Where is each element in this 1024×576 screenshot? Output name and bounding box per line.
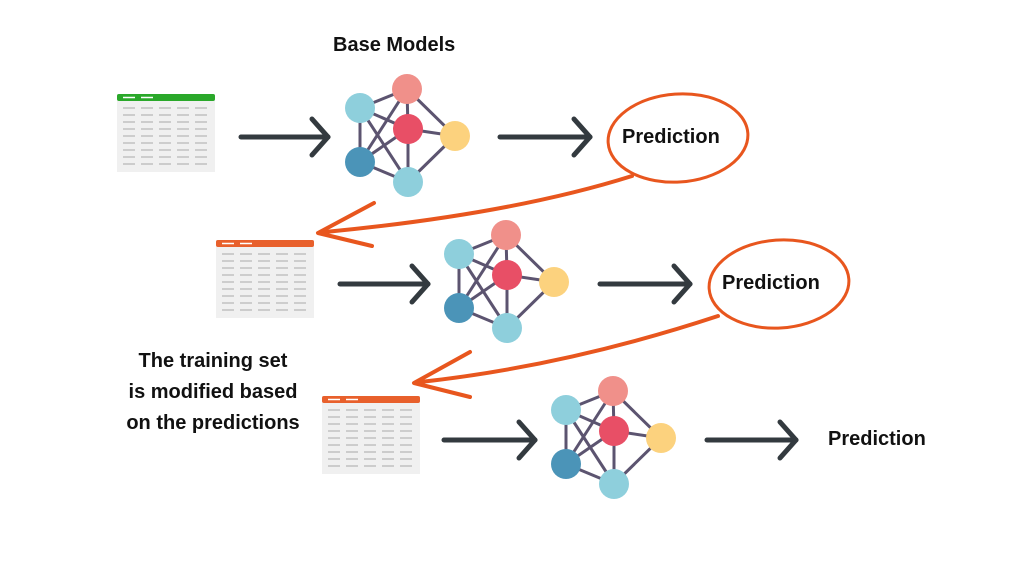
input-arrow-2 [337, 263, 431, 305]
table-body [322, 396, 420, 474]
input-arrow-3 [441, 419, 538, 461]
table-header [322, 396, 420, 403]
network-node [491, 220, 521, 250]
network-node [444, 293, 474, 323]
stage-1 [117, 74, 750, 197]
note-line-1: The training set [138, 350, 288, 372]
network-node [440, 121, 470, 151]
dataset-table-2 [216, 240, 314, 318]
network-node [599, 416, 629, 446]
network-node [345, 93, 375, 123]
prediction-label-1: Prediction [622, 126, 720, 148]
network-node [345, 147, 375, 177]
network-node [492, 260, 522, 290]
note-line-3: on the predictions [126, 412, 300, 434]
table-header [117, 94, 215, 101]
output-arrow-2 [597, 263, 693, 305]
network-node [392, 74, 422, 104]
network-node [598, 376, 628, 406]
feedback-arrow-2 [418, 314, 720, 384]
stage-2 [216, 220, 851, 343]
note-line-2: is modified based [128, 381, 298, 403]
neural-network-2 [444, 220, 569, 343]
input-arrow-1 [238, 116, 331, 158]
network-node [393, 167, 423, 197]
feedback-arrowhead-1 [316, 201, 376, 248]
table-body [117, 94, 215, 172]
arrow-head [671, 263, 693, 305]
network-node [551, 449, 581, 479]
base-models-title: Base Models [333, 34, 456, 56]
stage-3 [322, 376, 799, 499]
prediction-circle-1 [606, 92, 750, 184]
arrow-head [777, 419, 799, 461]
table-header [216, 240, 314, 247]
network-node [646, 423, 676, 453]
prediction-label-2: Prediction [722, 272, 820, 294]
arrow-head [571, 116, 593, 158]
network-node [444, 239, 474, 269]
dataset-table-3 [322, 396, 420, 474]
network-node [492, 313, 522, 343]
feedback-arrow-1 [323, 174, 634, 234]
feedback-arrowhead-2 [412, 350, 472, 399]
network-node [539, 267, 569, 297]
arrow-head [516, 419, 538, 461]
network-node [393, 114, 423, 144]
output-arrow-3 [704, 419, 799, 461]
neural-network-3 [551, 376, 676, 499]
network-node [551, 395, 581, 425]
dataset-table-1 [117, 94, 215, 172]
network-node [599, 469, 629, 499]
prediction-label-3: Prediction [828, 428, 926, 450]
output-arrow-1 [497, 116, 593, 158]
prediction-circle-2 [707, 238, 851, 330]
arrow-head [409, 263, 431, 305]
table-body [216, 240, 314, 318]
arrow-head [309, 116, 331, 158]
neural-network-1 [345, 74, 470, 197]
training-set-note: The training set is modified based on th… [108, 346, 318, 439]
